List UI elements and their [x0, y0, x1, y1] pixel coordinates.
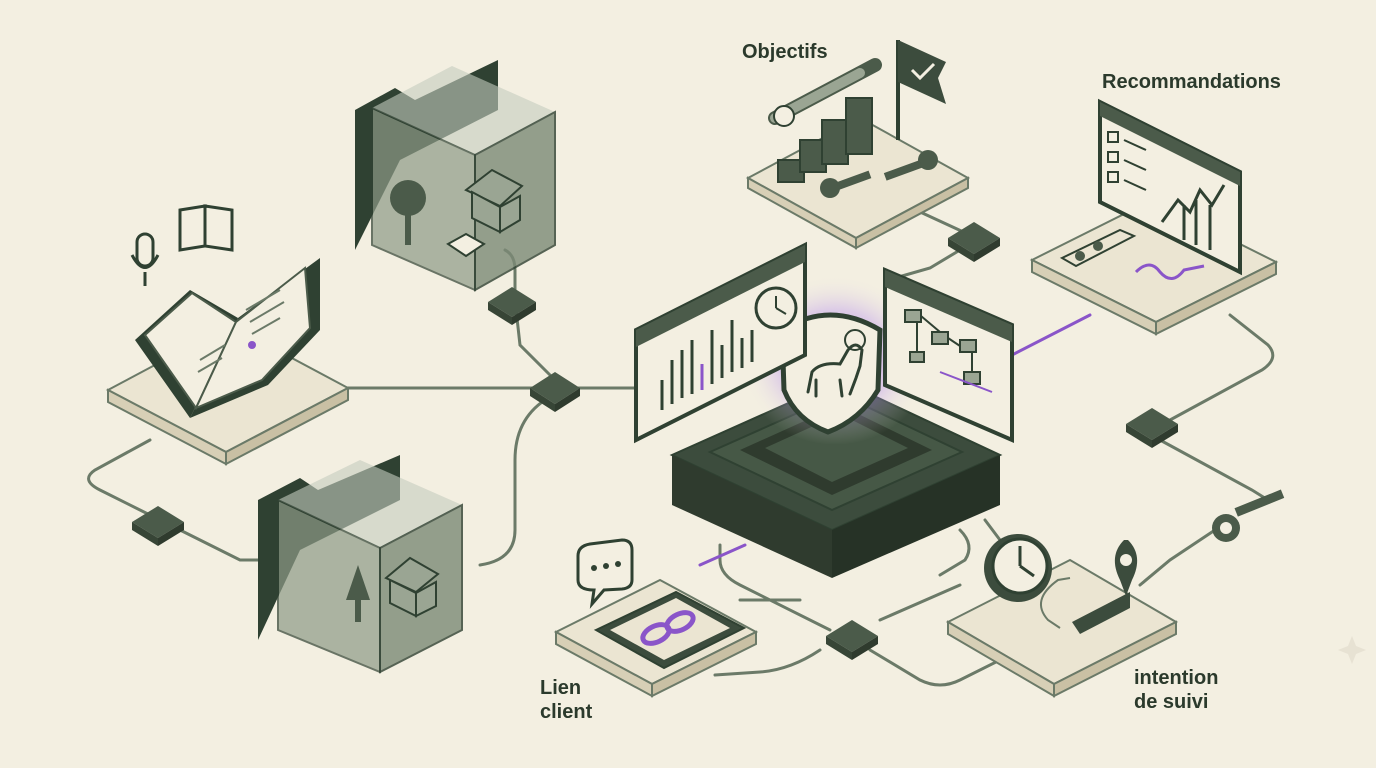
line-book-to-left-node — [87, 438, 162, 522]
line-recos-to-right-node — [1168, 313, 1275, 422]
lien-client-label: Lien client — [540, 676, 592, 724]
connector-lines — [87, 203, 1275, 687]
folder-bottom — [258, 455, 463, 674]
screen-flowchart — [883, 266, 1014, 444]
intention-platform — [945, 534, 1179, 698]
purple-links — [698, 313, 1092, 567]
node-top-folder — [488, 287, 536, 325]
screen-bar-chart — [634, 241, 807, 444]
node-center-left — [530, 372, 580, 412]
line-bottom-node-to-right — [868, 648, 1022, 687]
flag-check-icon — [896, 40, 946, 140]
key-icon — [820, 150, 938, 198]
intention-line1: intention — [1134, 667, 1219, 689]
open-book-icon — [135, 258, 320, 418]
route-arrow — [1039, 577, 1130, 634]
check-circle-icon — [773, 105, 795, 127]
microphone-icon — [130, 232, 160, 286]
node-right — [1126, 408, 1178, 448]
folder-top — [355, 60, 556, 292]
progress-bar — [768, 58, 882, 127]
recommandations-platform — [1029, 98, 1279, 336]
line-center-down-right — [938, 528, 971, 577]
line-left-node-to-folder — [178, 528, 262, 562]
bullet-dot — [248, 341, 256, 349]
purple-line-to-recos — [1010, 313, 1092, 357]
step-bars — [777, 97, 873, 183]
trend-arrow — [1134, 263, 1205, 280]
intention-label: intention de suivi — [1134, 666, 1218, 714]
lien-client-platform — [553, 538, 759, 698]
chat-bubble-icon — [576, 538, 634, 609]
map-pin-icon — [1114, 540, 1138, 596]
objectifs-label: Objectifs — [742, 41, 828, 63]
calendar-icon — [446, 232, 486, 258]
line-center-right-to-clock — [983, 518, 1002, 542]
node-objectifs — [948, 222, 1000, 262]
clock-icon — [984, 534, 1052, 602]
book-platform — [105, 204, 351, 466]
line-key-to-intention — [1138, 528, 1217, 587]
flow-arrow — [939, 371, 993, 393]
intention-line2: de suivi — [1134, 691, 1209, 713]
open-book-small-icon — [178, 204, 234, 252]
objectifs-platform — [745, 40, 971, 250]
recommandations-label: Recommandations — [1102, 71, 1281, 93]
bar-chart-icon — [660, 320, 754, 410]
purple-line-to-lien — [698, 543, 747, 567]
tree-icon — [390, 180, 426, 245]
line-chart-icon — [1160, 184, 1226, 250]
line-center-to-bottom-node — [718, 543, 832, 632]
node-bottom — [826, 620, 878, 660]
checklist-icon — [1107, 131, 1147, 191]
link-icon — [640, 610, 696, 646]
house-icon — [384, 556, 440, 618]
house-icon — [464, 168, 524, 234]
line-hub-to-bottom-folder — [478, 398, 547, 567]
clock-icon — [754, 286, 798, 330]
node-left — [132, 506, 184, 546]
line-objectifs-node-to-center — [893, 248, 962, 280]
sparkle-icon — [1338, 636, 1366, 664]
key-icon — [1212, 489, 1285, 542]
line-bottom-node-to-lien — [713, 648, 822, 677]
line-right-node-to-key — [1158, 438, 1270, 502]
tree-icon — [346, 565, 370, 622]
toggle-card — [1059, 228, 1137, 268]
flowchart-icon — [904, 309, 981, 385]
connector-nodes — [132, 222, 1178, 660]
lien-client-line1: Lien — [540, 677, 582, 699]
lien-client-line2: client — [540, 701, 593, 723]
line-bottom-node-to-clock — [878, 583, 962, 622]
